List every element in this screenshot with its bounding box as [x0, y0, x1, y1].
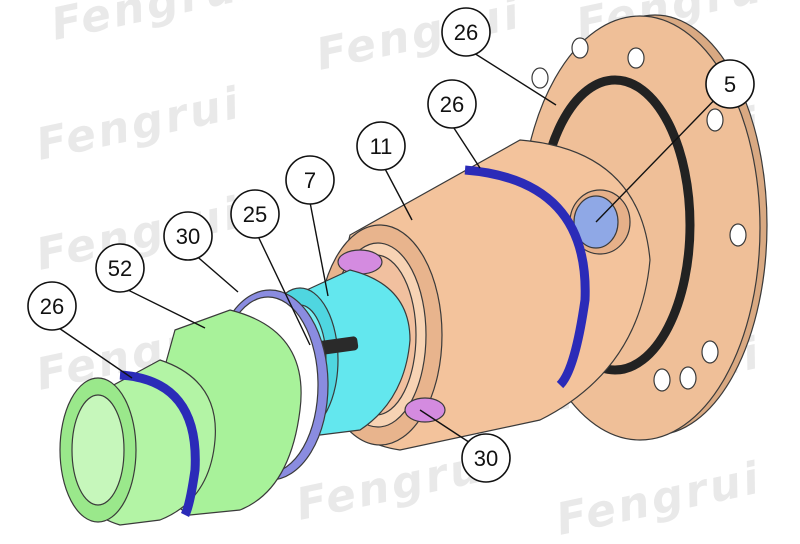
callout-5: 5 [705, 59, 755, 109]
callout-52: 52 [95, 243, 145, 293]
callout-26-front: 26 [27, 281, 77, 331]
svg-text:30: 30 [176, 224, 200, 249]
callout-25: 25 [230, 189, 280, 239]
watermark: Fengrui [32, 78, 246, 171]
callout-11: 11 [356, 121, 406, 171]
svg-text:7: 7 [304, 168, 316, 193]
svg-text:11: 11 [370, 134, 393, 159]
svg-text:26: 26 [40, 294, 64, 319]
svg-text:26: 26 [440, 92, 464, 117]
svg-text:25: 25 [243, 202, 267, 227]
body-seal-26 [464, 165, 590, 389]
callout-26-body: 26 [427, 79, 477, 129]
callout-30-bottom: 30 [461, 433, 511, 483]
nut-52 [59, 309, 302, 526]
leader-lines [52, 47, 725, 453]
svg-text:5: 5 [724, 72, 736, 97]
watermark: Fengrui [312, 0, 526, 81]
callout-bubbles: 26 5 26 11 7 25 30 52 [27, 7, 755, 483]
callout-26-top: 26 [441, 7, 491, 57]
svg-text:30: 30 [474, 446, 498, 471]
callout-30-left: 30 [163, 211, 213, 261]
front-seal-26 [119, 370, 200, 518]
watermark: Fengrui [552, 453, 766, 544]
watermark: Fengrui [47, 0, 261, 51]
svg-text:52: 52 [108, 256, 132, 281]
svg-text:26: 26 [454, 20, 478, 45]
callout-7: 7 [285, 155, 335, 205]
flange-bolt-holes [531, 37, 747, 392]
